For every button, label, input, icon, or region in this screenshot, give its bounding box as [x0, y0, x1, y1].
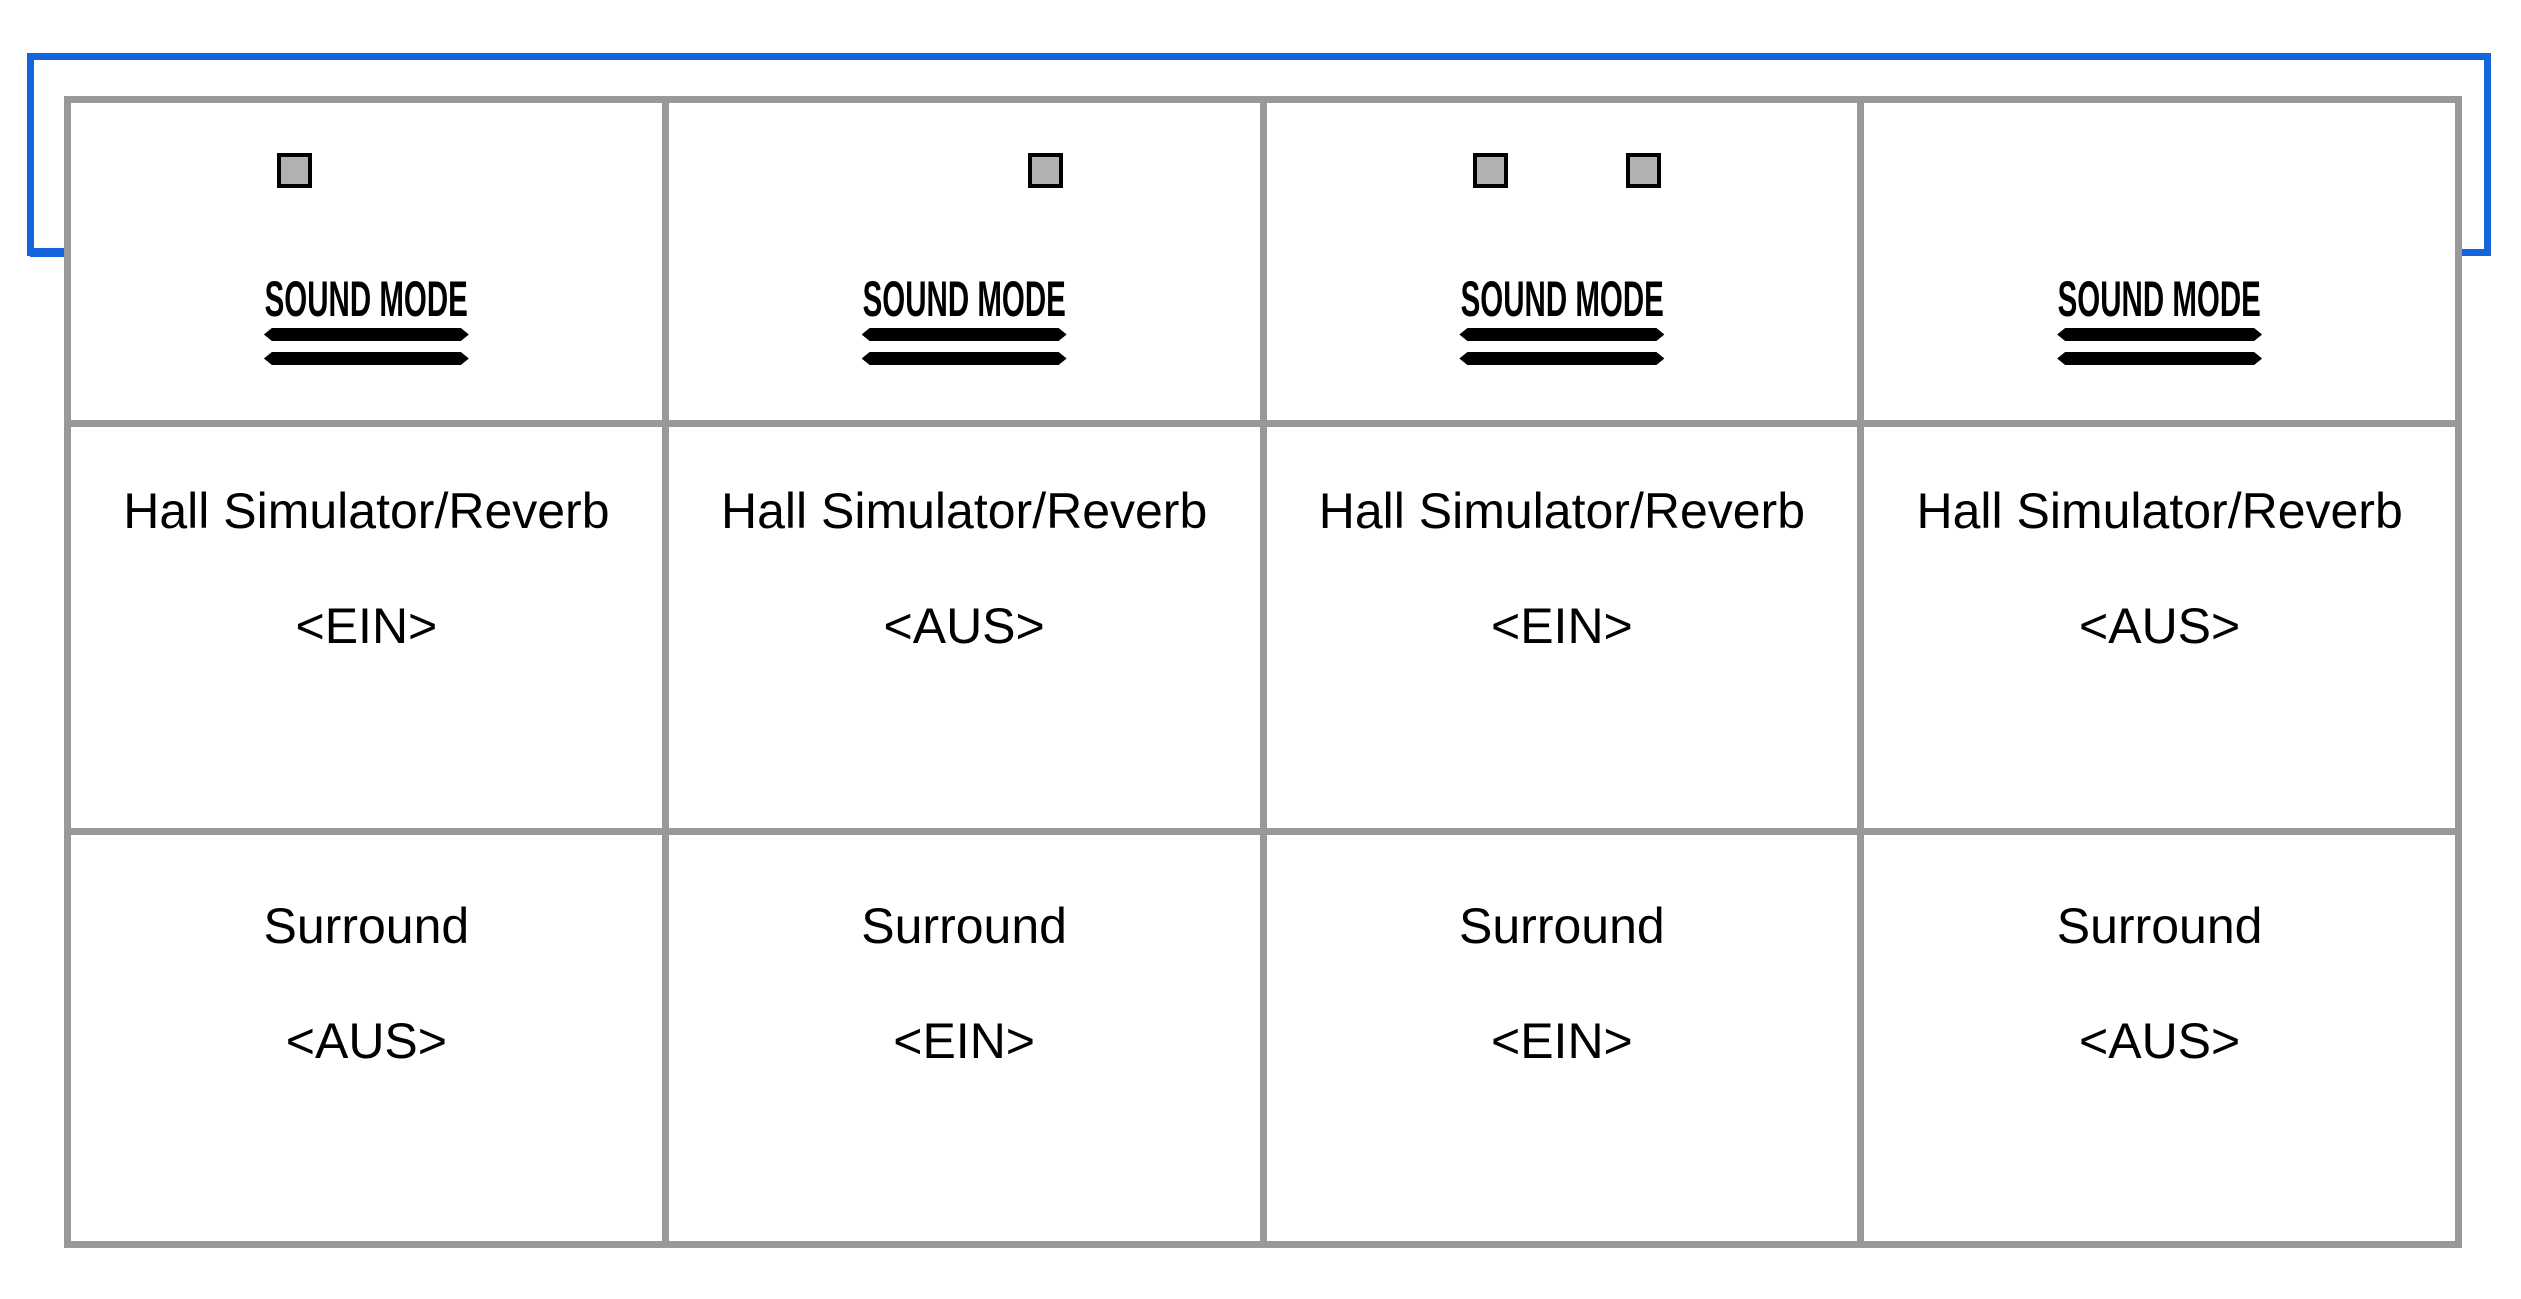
hall-cell: Hall Simulator/Reverb <AUS> [1864, 427, 2455, 835]
button-underline-bar [264, 352, 469, 365]
button-cell: SOUND MODE [1266, 103, 1858, 427]
button-underline-bar [862, 328, 1067, 341]
button-cell: SOUND MODE [668, 103, 1260, 427]
surround-state-value: <EIN> [893, 1013, 1035, 1069]
surround-cell: Surround <EIN> [669, 835, 1260, 1241]
sound-mode-button: SOUND MODE [1267, 273, 1858, 365]
sound-mode-button-label: SOUND MODE [2058, 271, 2262, 327]
button-underline-bar [2057, 328, 2262, 341]
hall-label: Hall Simulator/Reverb [1318, 483, 1806, 539]
hall-cell: Hall Simulator/Reverb <AUS> [668, 427, 1260, 835]
hall-cell: Hall Simulator/Reverb <EIN> [1266, 427, 1858, 835]
hall-state-value: <AUS> [2079, 598, 2241, 654]
state-panel-4: SOUND MODE Hall Simulator/Reverb <AUS> S… [1864, 103, 2455, 1241]
hall-label: Hall Simulator/Reverb [123, 483, 610, 539]
sound-mode-button-label: SOUND MODE [264, 271, 468, 327]
hall-cell: Hall Simulator/Reverb <EIN> [71, 427, 662, 835]
hall-state-value: <AUS> [883, 598, 1045, 654]
surround-state-value: <AUS> [285, 1013, 447, 1069]
button-underline-bar [1459, 328, 1664, 341]
surround-cell: Surround <AUS> [71, 835, 662, 1241]
surround-led-indicator [1028, 153, 1064, 188]
sound-mode-button-label: SOUND MODE [862, 271, 1066, 327]
button-cell: SOUND MODE [1864, 103, 2455, 427]
surround-label: Surround [1459, 898, 1665, 954]
surround-label: Surround [2056, 898, 2263, 954]
surround-state-value: <EIN> [1491, 1013, 1633, 1069]
sound-mode-button-label: SOUND MODE [1460, 271, 1664, 327]
surround-cell: Surround <EIN> [1267, 835, 1858, 1241]
cycle-loop-line-right [2484, 53, 2491, 256]
hall-state-value: <EIN> [1491, 598, 1633, 654]
state-panel-1: SOUND MODE Hall Simulator/Reverb <EIN> S… [71, 103, 669, 1241]
hall-led-indicator [1472, 153, 1508, 188]
hall-label: Hall Simulator/Reverb [1916, 483, 2403, 539]
hall-state-value: <EIN> [295, 598, 438, 654]
surround-label: Surround [861, 898, 1067, 954]
button-cell: SOUND MODE [71, 103, 662, 427]
state-panel-2: SOUND MODE Hall Simulator/Reverb <AUS> S… [668, 103, 1267, 1241]
sound-mode-button: SOUND MODE [71, 273, 662, 365]
surround-led-indicator [1625, 153, 1661, 188]
sound-mode-button: SOUND MODE [669, 273, 1260, 365]
sound-mode-button: SOUND MODE [1864, 273, 2455, 365]
button-underline-bar [264, 328, 469, 341]
hall-label: Hall Simulator/Reverb [720, 483, 1208, 539]
cycle-loop-line-left [27, 53, 34, 256]
state-table: SOUND MODE Hall Simulator/Reverb <EIN> S… [64, 96, 2462, 1248]
hall-led-indicator [277, 153, 313, 188]
cycle-loop-line-top [27, 53, 2491, 60]
state-panel-3: SOUND MODE Hall Simulator/Reverb <EIN> S… [1266, 103, 1865, 1241]
button-underline-bar [1459, 352, 1664, 365]
surround-state-value: <AUS> [2079, 1013, 2241, 1069]
button-underline-bar [2057, 352, 2262, 365]
surround-cell: Surround <AUS> [1864, 835, 2455, 1241]
button-underline-bar [862, 352, 1067, 365]
surround-label: Surround [263, 898, 470, 954]
